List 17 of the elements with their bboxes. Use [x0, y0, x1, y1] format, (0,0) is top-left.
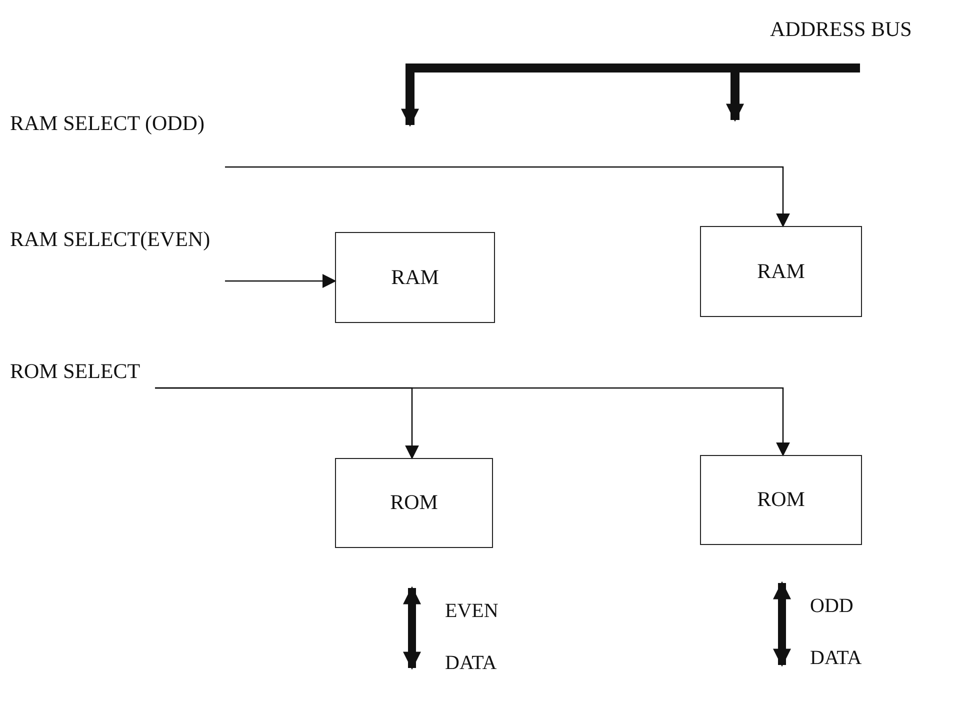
memory-block: [700, 455, 862, 545]
block-label: RAM: [391, 266, 439, 290]
signal-arrow: [225, 166, 790, 228]
block-label: ROM: [390, 491, 438, 515]
signal-arrow: [225, 274, 336, 288]
signal-arrow: [155, 387, 790, 456]
memory-block: [335, 458, 493, 548]
signal-label: RAM SELECT(EVEN): [10, 228, 225, 286]
memory-block: [335, 232, 495, 323]
signal-label: ADDRESS BUS: [770, 18, 975, 68]
block-label: RAM: [757, 260, 805, 284]
block-label: ROM: [757, 488, 805, 512]
signal-label: RAM SELECT (ODD): [10, 112, 225, 167]
signal-label: ROM SELECT: [10, 360, 155, 394]
memory-block: [700, 226, 862, 317]
data-label: EVEN DATA: [445, 599, 500, 676]
data-label: ODD DATA: [810, 594, 863, 671]
